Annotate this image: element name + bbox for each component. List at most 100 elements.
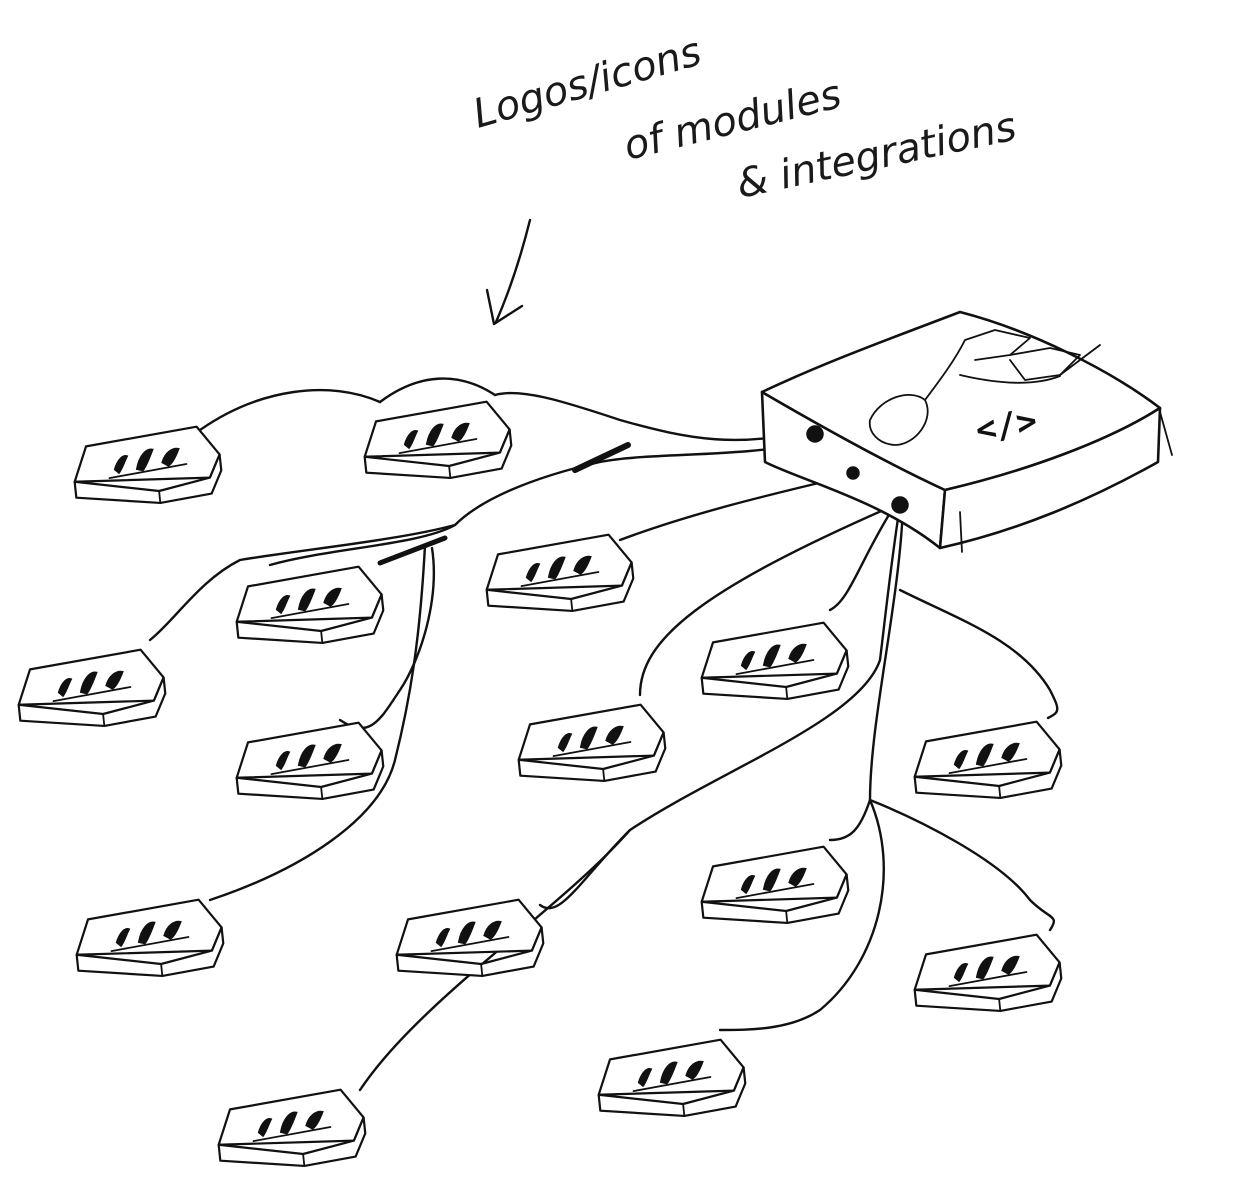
module-tile-side (913, 748, 1063, 800)
module-tile-side (913, 961, 1063, 1013)
module-tile-side (395, 926, 545, 978)
module-logo-icon (948, 742, 1028, 775)
arrow-shaft (494, 218, 532, 324)
module-logo-icon (735, 867, 815, 900)
module-logo-mark (740, 875, 756, 895)
wire (268, 440, 814, 567)
module-logo-mark (297, 588, 316, 612)
hub-top-shape (1059, 344, 1101, 376)
annotation: Logos/icons of modules & integrations (468, 29, 1020, 208)
module-logo-mark (279, 1111, 298, 1135)
module-tile (395, 898, 545, 978)
module-logo-icon (270, 587, 350, 620)
module-logo-mark (659, 1061, 678, 1085)
module-logo-mark (79, 671, 98, 695)
module-tile-edge (302, 1153, 306, 1167)
hub-right-face (938, 406, 1162, 550)
module-logo-mark (483, 920, 502, 940)
module-logo-underline (110, 936, 190, 953)
hub-top-shape (1009, 347, 1081, 381)
module-tile (363, 400, 513, 480)
wire (378, 377, 497, 404)
module-logo-icon (252, 1110, 332, 1143)
wire (868, 798, 1056, 932)
module-tile (913, 933, 1063, 1013)
module-tile-edge (998, 785, 1002, 799)
module-logo-mark (557, 733, 573, 753)
module-logo-icon (735, 643, 815, 676)
wire (148, 523, 457, 642)
module-logo-underline (735, 659, 815, 676)
module-logo-underline (52, 686, 132, 703)
module-logo-mark (605, 725, 624, 745)
wire (828, 503, 897, 612)
module-logo-icon (520, 555, 600, 588)
module-logo-mark (685, 1060, 704, 1080)
module-logo-underline (270, 603, 350, 620)
module-tile-side (17, 676, 167, 728)
hub-top-shape (868, 394, 929, 446)
module-logo-mark (1001, 742, 1020, 762)
module-logo-mark (547, 556, 566, 580)
module-logo-underline (948, 971, 1028, 988)
module-tile-edge (785, 686, 789, 700)
module-tile-edge (602, 768, 606, 782)
module-logo-mark (323, 587, 342, 607)
hub-top-shape (959, 374, 1061, 384)
module-logo-mark (323, 743, 342, 763)
annotation-arrow (485, 218, 532, 326)
module-logo-mark (163, 920, 182, 940)
module-tile-edge (480, 963, 484, 977)
module-logo-underline (735, 883, 815, 900)
wire (208, 543, 427, 902)
module-logo-underline (632, 1076, 712, 1093)
module-tile (235, 565, 385, 645)
module-logo-mark (297, 744, 316, 768)
module-logo-mark (975, 743, 994, 767)
module-tile (485, 533, 635, 613)
module-logo-icon (948, 955, 1028, 988)
module-logo-icon (430, 920, 510, 953)
module-tile-side (235, 749, 385, 801)
module-tile-edge (158, 490, 162, 504)
module-tile-side (597, 1066, 747, 1118)
module-logo-mark (425, 423, 444, 447)
module-logo-mark (788, 643, 807, 663)
module-logo-icon (398, 422, 478, 455)
module-tile (75, 898, 225, 978)
module-logo-mark (579, 726, 598, 750)
connection-wires (148, 377, 1059, 1092)
module-logo-mark (161, 447, 180, 467)
module-logo-underline (552, 741, 632, 758)
module-tile-side (217, 1116, 367, 1168)
module-logo-icon (270, 743, 350, 776)
module-logo-underline (398, 438, 478, 455)
module-logo-underline (948, 758, 1028, 775)
module-logo-mark (275, 595, 291, 615)
module-tile-edge (320, 630, 324, 644)
hub-device: </> (760, 310, 1173, 553)
module-logo-icon (108, 447, 188, 480)
module-tile-side (75, 926, 225, 978)
module-logo-mark (257, 1118, 273, 1138)
module-tile-edge (570, 598, 574, 612)
module-tile (17, 648, 167, 728)
module-logo-mark (403, 430, 419, 450)
module-logo-mark (275, 751, 291, 771)
module-tile-side (700, 873, 850, 925)
module-logo-mark (637, 1068, 653, 1088)
module-logo-mark (115, 928, 131, 948)
module-tile-edge (998, 998, 1002, 1012)
wire-thick (377, 535, 448, 566)
module-logo-mark (762, 644, 781, 668)
module-logo-mark (525, 563, 541, 583)
module-tile (700, 621, 850, 701)
wire (828, 503, 905, 842)
module-logo-mark (975, 956, 994, 980)
wire-thick (572, 442, 631, 473)
wire (898, 588, 1059, 720)
module-logo-mark (135, 448, 154, 472)
module-tile (235, 721, 385, 801)
